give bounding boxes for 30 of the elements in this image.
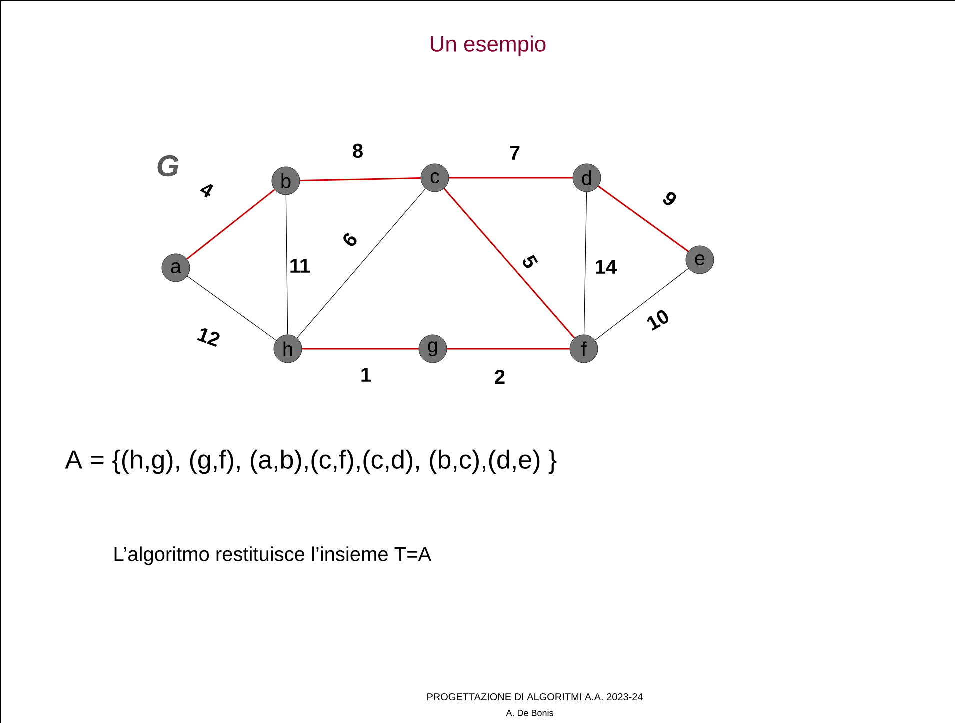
edge-label: 5 <box>523 255 538 268</box>
graph-edge <box>187 276 277 341</box>
set-formula: A = {(h,g), (g,f), (a,b),(c,f),(c,d), (b,c),(d,e) } <box>65 450 557 474</box>
edge-label: 14 <box>596 260 618 274</box>
edge-label: 11 <box>290 259 310 273</box>
graph-edge <box>300 178 421 182</box>
edge-label: 1 <box>362 368 372 382</box>
edge-label: 6 <box>344 234 357 246</box>
title: Un esempio <box>431 36 546 56</box>
edge-label: 7 <box>510 146 520 160</box>
graph-edge <box>286 194 288 336</box>
graph-edge <box>449 177 573 179</box>
footer-author: A. De Bonis <box>506 710 554 716</box>
edge-label: 10 <box>647 310 669 331</box>
edge-label: 9 <box>663 192 676 206</box>
graph-name: G <box>158 155 179 177</box>
edge-label: 8 <box>353 144 363 158</box>
note-text: L’algoritmo restituisce l’insieme T=A <box>114 546 432 566</box>
graph-edge <box>296 188 426 339</box>
graph-edge <box>598 186 689 252</box>
graph-edge <box>447 348 570 350</box>
edge-label: 12 <box>197 328 220 348</box>
graph-edge <box>186 189 276 260</box>
graph-edge <box>584 192 588 336</box>
graph-edge <box>302 348 419 350</box>
footer-text: PROGETTAZIONE DI ALGORITMI A.A. 2023-24 <box>428 693 643 701</box>
graph-edge <box>594 268 690 341</box>
edge-label: 4 <box>200 184 214 198</box>
edge-label: 2 <box>495 370 505 384</box>
graph-edge <box>444 188 576 339</box>
